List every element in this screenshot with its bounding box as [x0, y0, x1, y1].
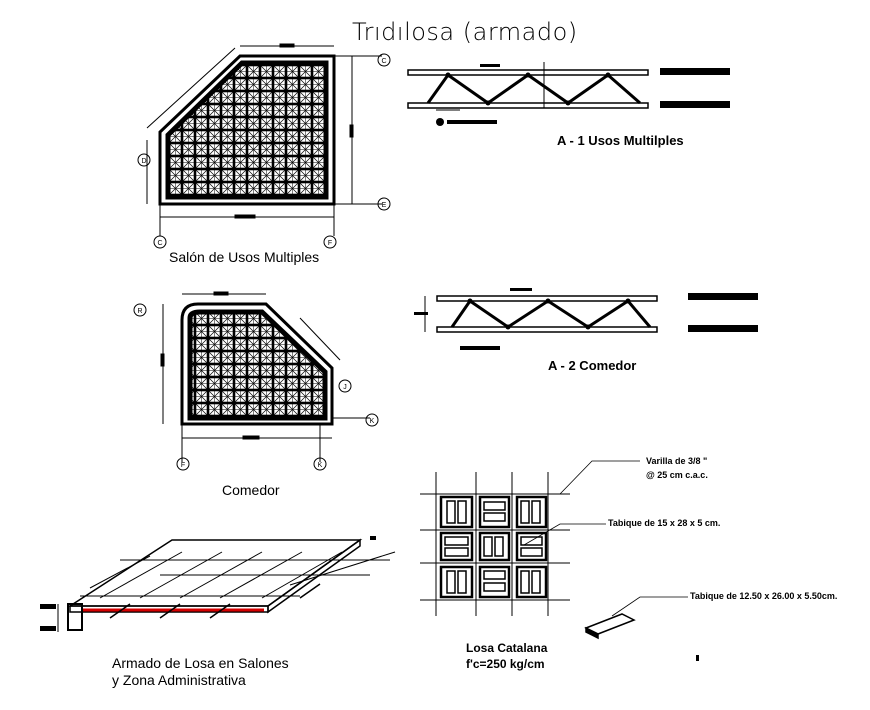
- svg-text:E: E: [382, 202, 387, 209]
- section-a1-truss: [407, 62, 730, 126]
- slab-perspective: [40, 536, 396, 632]
- comedor-slab-grid: [187, 309, 328, 421]
- note-tabique-1: Tabique de 15 x 28 x 5 cm.: [608, 518, 721, 528]
- leader-tabique1: [523, 523, 606, 546]
- axis-marker-c-bottom: E: [377, 197, 391, 211]
- caption-fc: f'c=250 kg/cm: [466, 657, 545, 671]
- salon-dimensions: [146, 43, 382, 236]
- svg-text:C: C: [157, 240, 162, 247]
- caption-losa-catalana: Losa Catalana: [466, 641, 548, 655]
- slab-ribs: [109, 583, 321, 619]
- rebar-lines: [80, 551, 396, 599]
- axis-marker-comedor-br: K: [313, 457, 327, 471]
- svg-text:K: K: [370, 418, 375, 425]
- axis-marker-comedor-right2: K: [365, 413, 379, 427]
- svg-text:J: J: [343, 384, 347, 391]
- leader-tabique2: [611, 596, 688, 617]
- svg-text:D: D: [141, 158, 146, 165]
- svg-text:K: K: [318, 462, 323, 469]
- leader-varilla: [559, 460, 640, 495]
- caption-armado-line1: Armado de Losa en Salones: [112, 655, 289, 671]
- svg-text:F: F: [328, 240, 332, 247]
- salon-slab-outline: [158, 54, 336, 206]
- axis-marker-left: D: [137, 153, 151, 167]
- axis-marker-comedor-bl: F: [176, 457, 190, 471]
- note-tabique-2: Tabique de 12.50 x 26.00 x 5.50cm.: [690, 591, 838, 601]
- truss-nodes-a2: [467, 298, 631, 330]
- note-varilla-line2: @ 25 cm c.a.c.: [646, 470, 708, 480]
- caption-comedor: Comedor: [222, 482, 280, 498]
- axis-marker-comedor-right: J: [338, 379, 352, 393]
- caption-section-a2: A - 2 Comedor: [548, 358, 637, 373]
- single-brick: [584, 613, 636, 640]
- axis-marker-bottom-right: F: [323, 235, 337, 249]
- plan-comedor: R J K F K: [133, 291, 379, 471]
- caption-armado-line2: y Zona Administrativa: [112, 672, 246, 688]
- svg-text:C: C: [381, 58, 386, 65]
- axis-marker-c-top: C: [377, 53, 391, 67]
- axis-marker-bottom-left: C: [153, 235, 167, 249]
- comedor-dimensions: [160, 291, 370, 462]
- tabique-bricks: [439, 495, 548, 599]
- axis-marker-comedor-top: R: [133, 303, 147, 317]
- salon-slab-grid: [165, 60, 329, 200]
- section-a2-truss: [414, 288, 758, 350]
- truss-nodes-a1: [445, 72, 611, 106]
- caption-salon: Salón de Usos Multiples: [169, 249, 320, 265]
- drawing-title: Trıdılosa (armado): [352, 18, 578, 46]
- plan-salon-usos-multiples: C E D C F: [137, 43, 391, 249]
- caption-section-a1: A - 1 Usos Multilples: [557, 133, 684, 148]
- svg-text:F: F: [181, 462, 185, 469]
- comedor-slab-outline: [180, 302, 334, 426]
- svg-text:R: R: [137, 308, 142, 315]
- note-varilla-line1: Varilla de 3/8 ": [646, 456, 708, 466]
- losa-catalana-grid: [420, 460, 699, 661]
